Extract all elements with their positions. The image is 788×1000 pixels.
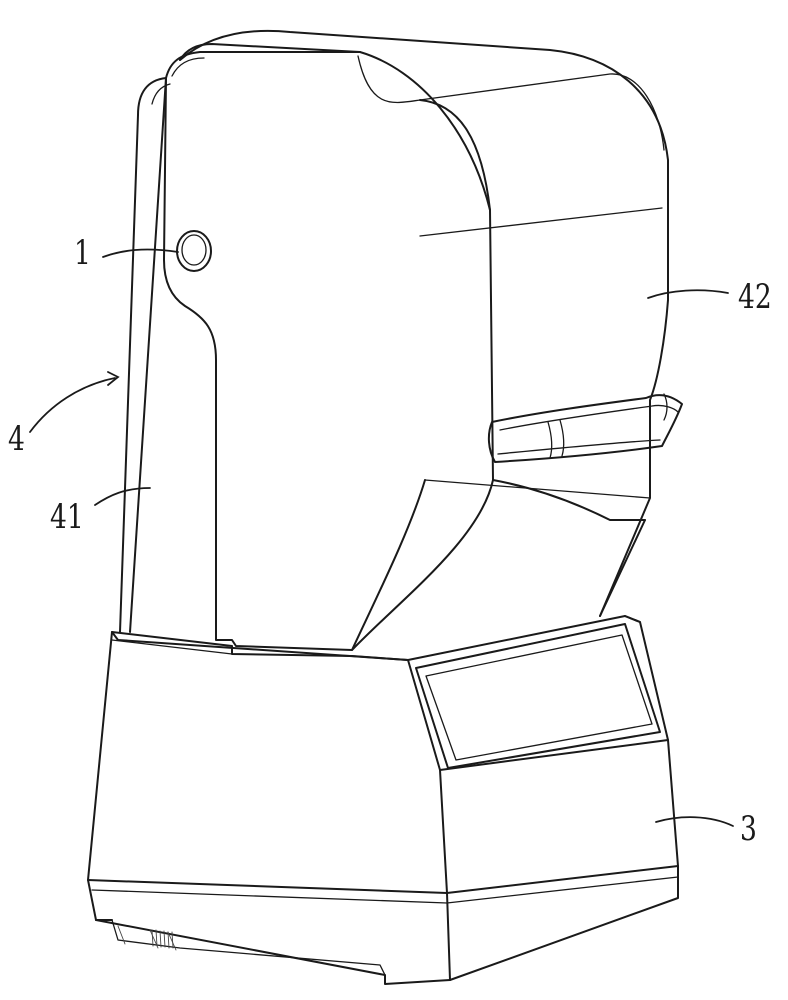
base-right-belt-lower: [446, 876, 679, 904]
base-left-face: [87, 631, 113, 921]
housing-top-fillet: [151, 83, 171, 105]
base-foot-grip: [151, 929, 174, 949]
hood-front-lower: [351, 479, 426, 651]
handle-upper-edge: [499, 404, 679, 431]
label-button: 1: [74, 233, 91, 273]
base-front-corner: [407, 659, 451, 981]
front-panel-highlight: [171, 57, 205, 77]
leader-1: [102, 248, 179, 258]
handle-lower-edge: [497, 439, 661, 455]
hood-outer: [179, 29, 669, 617]
display-screen: [425, 634, 653, 761]
base-front-top-edge: [111, 631, 409, 661]
base-right-belt: [446, 865, 679, 894]
label-front-panel: 41: [50, 497, 84, 537]
label-base: 3: [740, 809, 757, 849]
label-hood: 42: [738, 277, 772, 317]
side-handle: [487, 394, 683, 463]
label-housing: 4: [8, 419, 25, 459]
base-foot-recess: [111, 919, 386, 976]
leader-lines: [29, 248, 734, 827]
hood-bottom-right: [599, 519, 646, 617]
base-belt-upper: [87, 879, 448, 894]
leader-4-arrowhead: [107, 371, 120, 386]
leader-4: [29, 377, 116, 433]
base-right-face: [449, 615, 679, 981]
display-panel: [415, 623, 661, 769]
handle-end-cap: [663, 393, 668, 421]
hood-ridge: [419, 99, 491, 211]
base-unit: [87, 615, 679, 985]
base-bottom-front: [95, 919, 451, 985]
housing-left-rear: [119, 114, 139, 633]
hood-seam-upper: [419, 207, 663, 237]
leader-41: [94, 487, 151, 506]
front-panel: [163, 51, 494, 651]
hood-seam-lower: [424, 479, 651, 499]
housing: [119, 29, 683, 651]
leader-3: [655, 816, 734, 827]
base-rim-inner: [111, 639, 233, 655]
base-belt-lower: [91, 889, 448, 904]
handle-grip-lines: [547, 419, 565, 459]
hood-top-seam: [357, 55, 665, 151]
base-panel-bottom: [439, 739, 669, 771]
leader-42: [647, 289, 729, 299]
power-button-inner: [181, 234, 207, 266]
hood-lower-edge: [492, 479, 646, 521]
